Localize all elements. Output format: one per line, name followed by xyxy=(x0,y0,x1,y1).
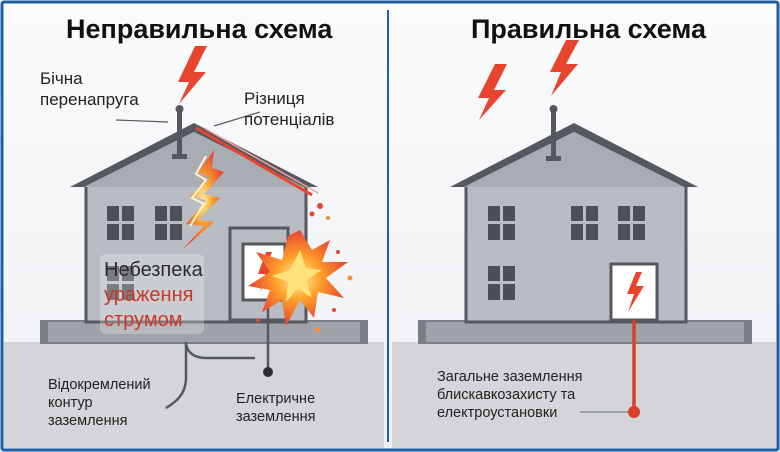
separate-ground-label: Відокремлений контур заземлення xyxy=(48,377,151,430)
common-ground-label: Загальне заземлення блискавкозахисту та … xyxy=(437,369,583,422)
ground-left xyxy=(4,342,384,448)
ground-right xyxy=(392,342,776,448)
potential-difference-line xyxy=(195,126,313,197)
danger-line-1: Небезпека xyxy=(104,259,203,281)
side-surge-label: Бічна перенапруга xyxy=(40,69,139,110)
fire-explosion xyxy=(248,203,353,333)
right-house xyxy=(418,105,752,344)
right-electric-panel xyxy=(609,262,659,322)
danger-line-2: ураження xyxy=(104,284,194,306)
lightning-bolt-icon xyxy=(178,46,207,104)
danger-label: Небезпека ураження струмом xyxy=(104,258,203,333)
electrical-ground-label: Електричне заземлення xyxy=(236,391,316,426)
lightning-bolt-icon xyxy=(478,64,507,120)
arc-spark xyxy=(182,150,224,250)
danger-line-3: струмом xyxy=(104,309,183,331)
left-title: Неправильна схема xyxy=(66,14,333,44)
lightning-bolt-icon xyxy=(550,40,579,96)
potential-difference-label: Різниця потенціалів xyxy=(244,89,335,130)
right-title: Правильна схема xyxy=(471,14,706,44)
